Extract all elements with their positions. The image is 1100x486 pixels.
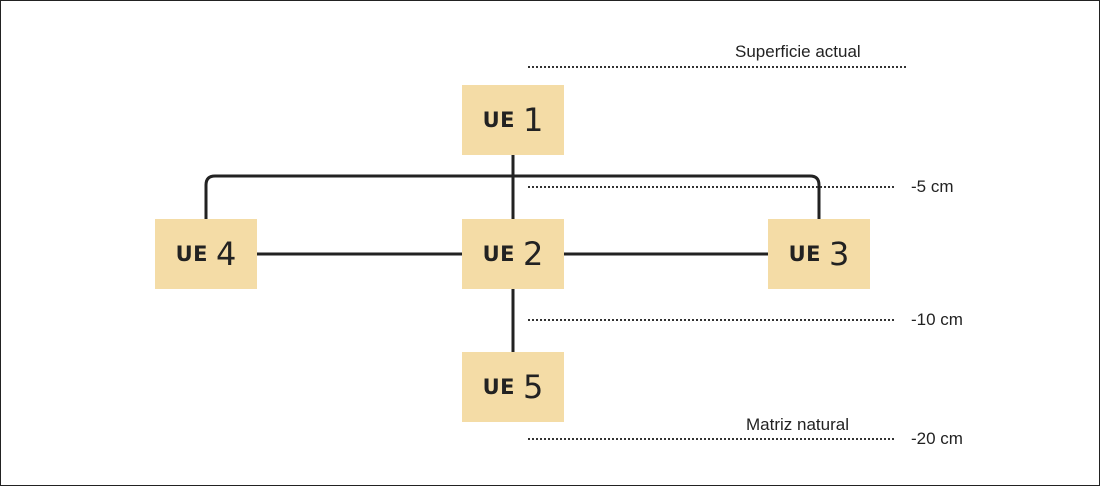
- unit-ue4: UE 4: [155, 219, 257, 289]
- unit-ue2: UE 2: [462, 219, 564, 289]
- unit-prefix: UE: [482, 375, 516, 399]
- depth-5-line: [528, 186, 894, 188]
- natural-matrix-label: Matriz natural: [746, 415, 849, 434]
- unit-prefix: UE: [175, 242, 209, 266]
- edge-ue4-ue3: [204, 174, 821, 219]
- unit-number: 5: [523, 368, 544, 406]
- unit-number: 3: [829, 235, 850, 273]
- surface-label: Superficie actual: [735, 42, 861, 61]
- unit-number: 1: [523, 101, 544, 139]
- depth-10-label: -10 cm: [911, 310, 963, 329]
- unit-number: 4: [216, 235, 237, 273]
- depth-5-label: -5 cm: [911, 177, 954, 196]
- unit-ue1: UE 1: [462, 85, 564, 155]
- natural-matrix-line: [528, 438, 894, 440]
- unit-number: 2: [523, 235, 544, 273]
- unit-prefix: UE: [482, 108, 516, 132]
- unit-prefix: UE: [482, 242, 516, 266]
- depth-10-line: [528, 319, 894, 321]
- unit-ue5: UE 5: [462, 352, 564, 422]
- surface-line: [528, 66, 906, 68]
- unit-prefix: UE: [788, 242, 822, 266]
- unit-ue3: UE 3: [768, 219, 870, 289]
- depth-20-label: -20 cm: [911, 429, 963, 448]
